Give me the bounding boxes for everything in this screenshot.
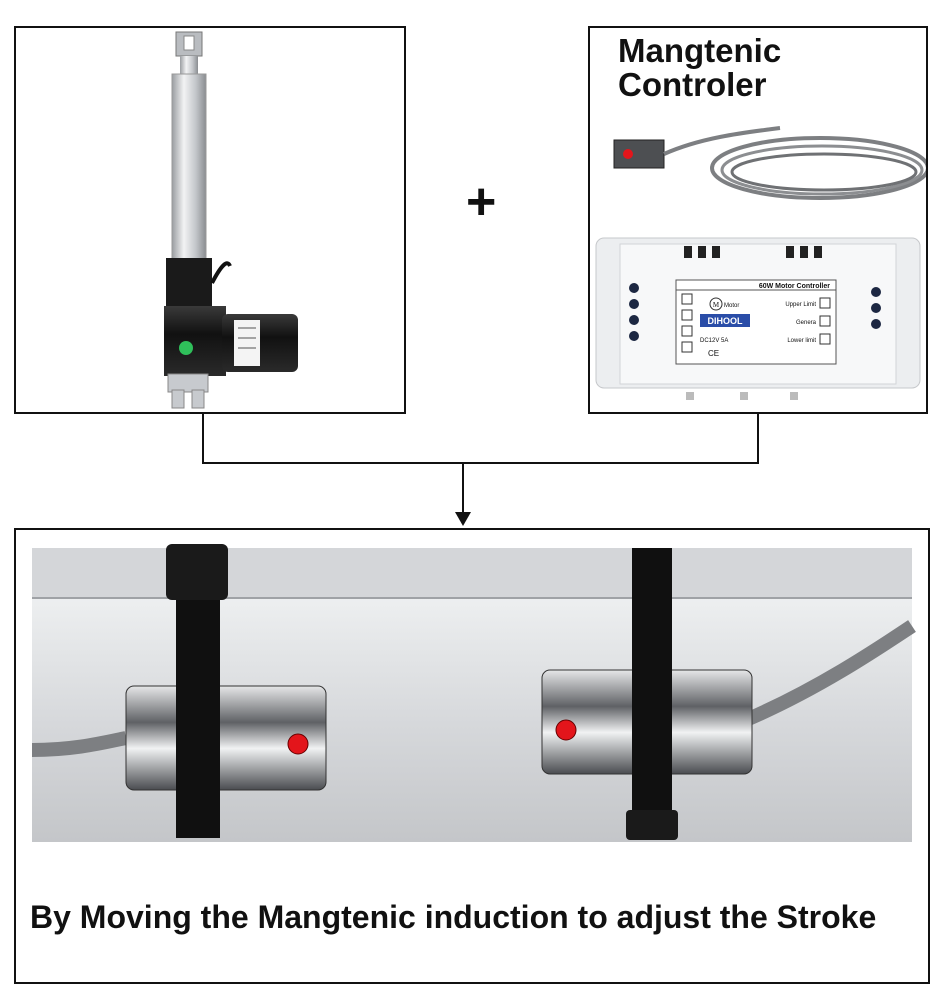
controller-title: Mangtenic Controler — [618, 32, 782, 103]
general-label: Genera — [796, 320, 817, 326]
linear-actuator-image — [164, 31, 298, 409]
plus-sign: + — [466, 173, 497, 231]
controller-image-panel: Mangtenic Controler 60W Motor Controller… — [588, 26, 928, 414]
stroke-caption: By Moving the Mangtenic induction to adj… — [30, 899, 877, 935]
lower-limit-label: Lower limit — [787, 338, 816, 344]
arrow-head-icon — [455, 512, 471, 526]
voltage-label: DC12V 5A — [700, 338, 728, 344]
motor-label: Motor — [724, 303, 739, 309]
sensor-on-rail-image — [31, 544, 916, 842]
result-image-panel: By Moving the Mangtenic induction to adj… — [14, 528, 930, 984]
ce-mark: CE — [708, 349, 719, 358]
motor-controller-image: 60W Motor Controller M Motor DIHOOL Uppe… — [595, 237, 921, 400]
motor-symbol: M — [713, 301, 720, 309]
brand-label: DIHOOL — [708, 316, 744, 326]
actuator-image-panel — [14, 26, 406, 414]
controller-heading: 60W Motor Controller — [759, 283, 830, 290]
magnetic-sensor-image — [613, 126, 926, 200]
upper-limit-label: Upper Limit — [785, 302, 816, 308]
